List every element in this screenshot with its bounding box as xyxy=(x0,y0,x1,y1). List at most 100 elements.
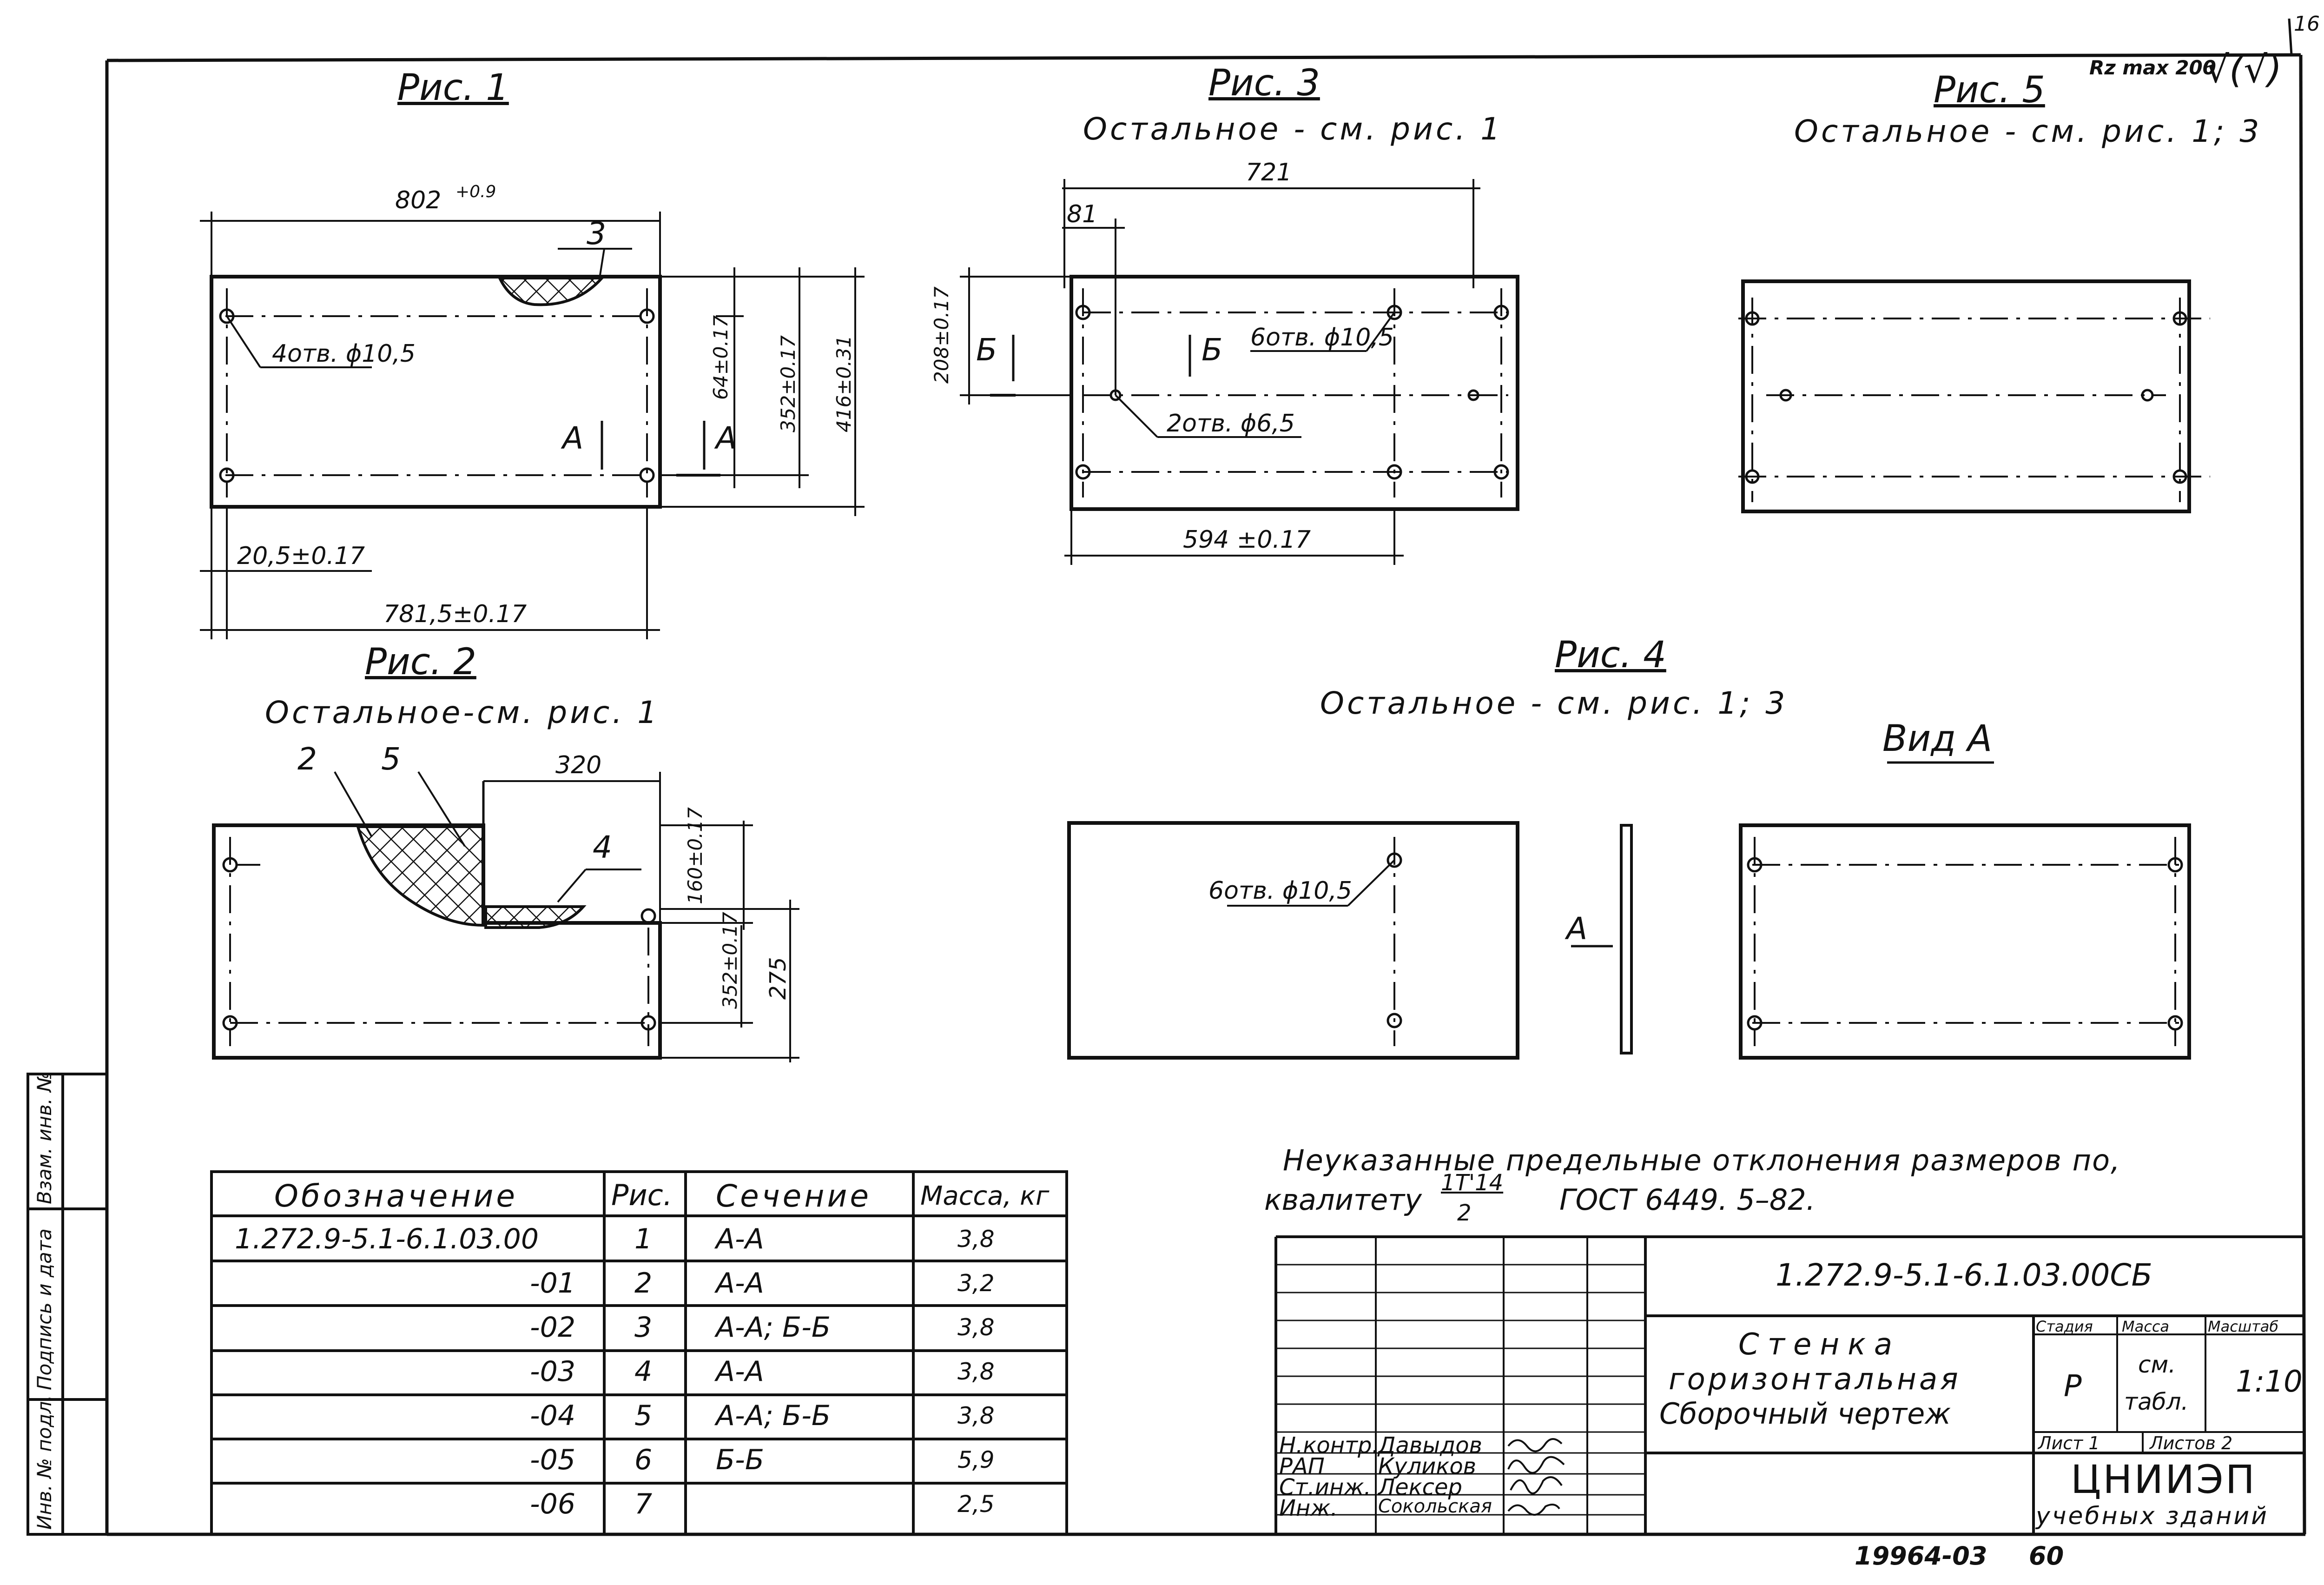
fig5-drawing xyxy=(1738,279,2210,513)
fig4-holes-6: 6отв. ϕ10,5 xyxy=(1208,877,1352,905)
title-block-doc-code: 1.272.9-5.1-6.1.03.00СБ xyxy=(1776,1257,2152,1293)
fig3-dim-81: 81 xyxy=(1067,200,1098,228)
fig3-title: Рис. 3 xyxy=(1208,62,1320,104)
side-stamp-inv-number: Инв. № подл. xyxy=(33,1395,56,1530)
tolerance-note-fraction-num: 1T'14 xyxy=(1441,1170,1504,1196)
fig3-holes-6: 6отв. ϕ10,5 xyxy=(1250,324,1394,351)
footer-page-number: 60 xyxy=(2029,1541,2064,1571)
table-row-1-mass: 3,8 xyxy=(957,1226,995,1253)
table-header-mass: Масса, кг xyxy=(920,1181,1050,1211)
title-block-name-line1: Стенка xyxy=(1738,1327,1901,1362)
fig1-holes-label: 4отв. ϕ10,5 xyxy=(272,340,416,368)
table-row-3-fig: 3 xyxy=(634,1311,653,1344)
fig3-dim-721: 721 xyxy=(1246,159,1292,186)
title-block-stage-header: Стадия xyxy=(2036,1318,2093,1335)
table-row-7-mass: 2,5 xyxy=(957,1491,995,1518)
fig3-holes xyxy=(1075,305,1509,480)
fig1-dim-781-5: 781,5±0.17 xyxy=(383,600,527,628)
fig3-dim-208: 208±0.17 xyxy=(930,286,953,384)
signatures xyxy=(1507,1438,1565,1516)
title-block-stage-value: Р xyxy=(2064,1369,2082,1404)
title-block-org-line1: ЦНИИЭП xyxy=(2071,1457,2257,1502)
fig3-holes-2: 2отв. ϕ6,5 xyxy=(1167,410,1295,438)
title-block-scale-header: Масштаб xyxy=(2208,1318,2279,1335)
fig1-section-a-left: А xyxy=(562,420,584,456)
fig2-dim-160: 160±0.17 xyxy=(684,807,706,904)
table-row-7-fig: 7 xyxy=(634,1488,653,1520)
fig1-title: Рис. 1 xyxy=(397,67,509,109)
title-block-mass-value-2: табл. xyxy=(2124,1388,2189,1415)
fig1-holes xyxy=(219,308,655,483)
fig2-callout-5: 5 xyxy=(381,741,401,777)
roughness-symbol: √(√) xyxy=(2205,48,2282,91)
role-4: Инж. xyxy=(1279,1495,1338,1521)
table-row-7-designation: -06 xyxy=(530,1488,575,1520)
title-block-mass-value-1: см. xyxy=(2138,1351,2176,1378)
fig3-dim-594: 594 ±0.17 xyxy=(1183,526,1311,554)
tolerance-note-suffix: ГОСТ 6449. 5–82. xyxy=(1559,1183,1816,1217)
fig1-dim-20-5: 20,5±0.17 xyxy=(237,542,365,570)
title-block-sheet: Лист 1 xyxy=(2038,1433,2100,1453)
tolerance-note-prefix: квалитету xyxy=(1264,1183,1422,1217)
fig4-subtitle: Остальное - см. рис. 1; 3 xyxy=(1320,685,1788,721)
fig2-drawing xyxy=(212,771,799,1062)
side-stamp-replace-inv: Взам. инв. № xyxy=(33,1071,56,1204)
fig3-section-b-left: Б xyxy=(976,332,997,368)
fig1-callout-3: 3 xyxy=(587,216,606,252)
title-block-org-line2: учебных зданий xyxy=(2036,1502,2269,1530)
table-row-6-section: Б-Б xyxy=(716,1444,764,1476)
spec-table-grid xyxy=(210,1170,1068,1536)
table-row-4-fig: 4 xyxy=(634,1355,653,1388)
role-3: Ст.инж. xyxy=(1279,1474,1371,1500)
table-row-3-mass: 3,8 xyxy=(957,1314,995,1341)
fig2-dim-275: 275 xyxy=(765,957,791,1000)
table-row-5-designation: -04 xyxy=(530,1399,575,1432)
role-1: Н.контр. xyxy=(1279,1432,1379,1459)
fig2-callout-4: 4 xyxy=(593,829,612,865)
roughness-label: Rz max 200 xyxy=(2089,56,2216,79)
fig5-subtitle: Остальное - см. рис. 1; 3 xyxy=(1794,113,2262,149)
fig1-dim-802-tol: +0.9 xyxy=(456,182,496,201)
table-row-6-designation: -05 xyxy=(530,1444,575,1476)
fig1-dim-802: 802 xyxy=(395,186,442,214)
table-row-6-fig: 6 xyxy=(634,1444,653,1476)
fig3-section-b-right: Б xyxy=(1202,332,1223,368)
table-row-1-fig: 1 xyxy=(634,1223,653,1255)
table-row-4-designation: -03 xyxy=(530,1355,575,1388)
fig2-callout-2: 2 xyxy=(297,741,317,777)
fig1-section-a-right: А xyxy=(716,420,737,456)
fig1-drawing xyxy=(200,212,865,639)
table-header-fig: Рис. xyxy=(611,1178,673,1212)
title-block-scale-value: 1:10 xyxy=(2236,1365,2303,1399)
title-block-mass-header: Масса xyxy=(2122,1318,2170,1335)
title-block-name-line2: горизонтальная xyxy=(1669,1362,1961,1397)
side-stamp-signature-date: Подпись и дата xyxy=(33,1228,56,1390)
fig5-title: Рис. 5 xyxy=(1934,69,2045,111)
role-3-name: Лексер xyxy=(1378,1474,1463,1500)
table-row-2-fig: 2 xyxy=(634,1267,653,1300)
table-row-4-section: А-А xyxy=(716,1355,764,1388)
table-row-1-section: А-А xyxy=(716,1223,764,1255)
corner-sheet-number: 16 xyxy=(2294,12,2320,36)
table-row-4-mass: 3,8 xyxy=(957,1358,995,1385)
table-row-2-designation: -01 xyxy=(530,1267,575,1300)
fig1-dim-352: 352±0.17 xyxy=(777,335,799,432)
fig2-title: Рис. 2 xyxy=(365,641,476,683)
fig2-holes xyxy=(222,857,656,1031)
fig3-subtitle: Остальное - см. рис. 1 xyxy=(1083,111,1503,147)
fig4-title: Рис. 4 xyxy=(1555,634,1666,676)
table-row-5-section: А-А; Б-Б xyxy=(716,1399,831,1432)
title-block-sheets: Листов 2 xyxy=(2150,1433,2233,1453)
tolerance-note-fraction-den: 2 xyxy=(1457,1200,1472,1226)
table-row-5-mass: 3,8 xyxy=(957,1402,995,1429)
view-a-drawing xyxy=(1739,761,2191,1060)
fig3-drawing xyxy=(960,179,1519,565)
title-block-grid xyxy=(1274,1235,2304,1534)
fig2-subtitle: Остальное-см. рис. 1 xyxy=(265,695,660,730)
table-row-3-designation: -02 xyxy=(530,1311,575,1344)
tolerance-note-line1: Неуказанные предельные отклонения размер… xyxy=(1283,1143,2121,1177)
fig1-dim-64: 64±0.17 xyxy=(709,315,732,400)
role-4-name: Сокольская xyxy=(1378,1496,1492,1517)
title-block-name-line3: Сборочный чертеж xyxy=(1659,1397,1951,1431)
